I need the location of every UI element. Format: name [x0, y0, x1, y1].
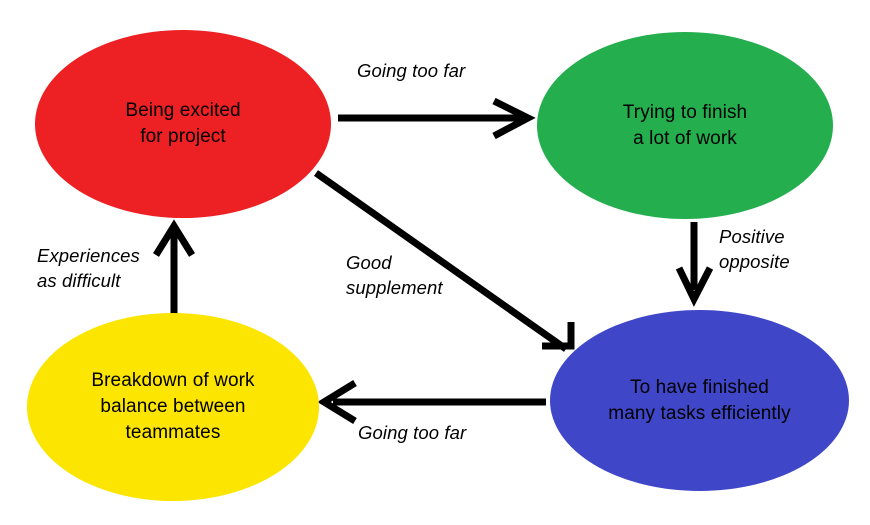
edge-yellow-to-red — [153, 219, 195, 315]
edge-label-green-to-blue: Positive opposite — [719, 226, 790, 272]
node-label: To have finished many tasks efficiently — [608, 376, 791, 424]
node-trying-to-finish-a-lot-of-work[interactable]: Trying to finish a lot of work — [537, 32, 833, 219]
node-label: Being excited for project — [125, 100, 241, 147]
edge-red-to-green — [338, 97, 536, 140]
edge-label-yellow-to-red: Experiences as difficult — [37, 245, 140, 291]
node-label: Breakdown of work balance between teamma… — [91, 370, 255, 443]
edge-label-blue-to-yellow: Going too far — [358, 422, 467, 443]
edge-green-to-blue — [675, 222, 714, 307]
node-to-have-finished-many-tasks[interactable]: To have finished many tasks efficiently — [550, 310, 849, 491]
edge-label-red-to-blue: Good supplement — [346, 252, 443, 298]
node-label: Trying to finish a lot of work — [622, 101, 748, 149]
edge-red-to-blue — [313, 170, 575, 352]
edge-label-red-to-green: Going too far — [357, 60, 466, 81]
edge-blue-to-yellow — [317, 380, 546, 424]
node-breakdown-of-work-balance[interactable]: Breakdown of work balance between teamma… — [27, 313, 319, 501]
node-being-excited-for-project[interactable]: Being excited for project — [35, 30, 331, 218]
